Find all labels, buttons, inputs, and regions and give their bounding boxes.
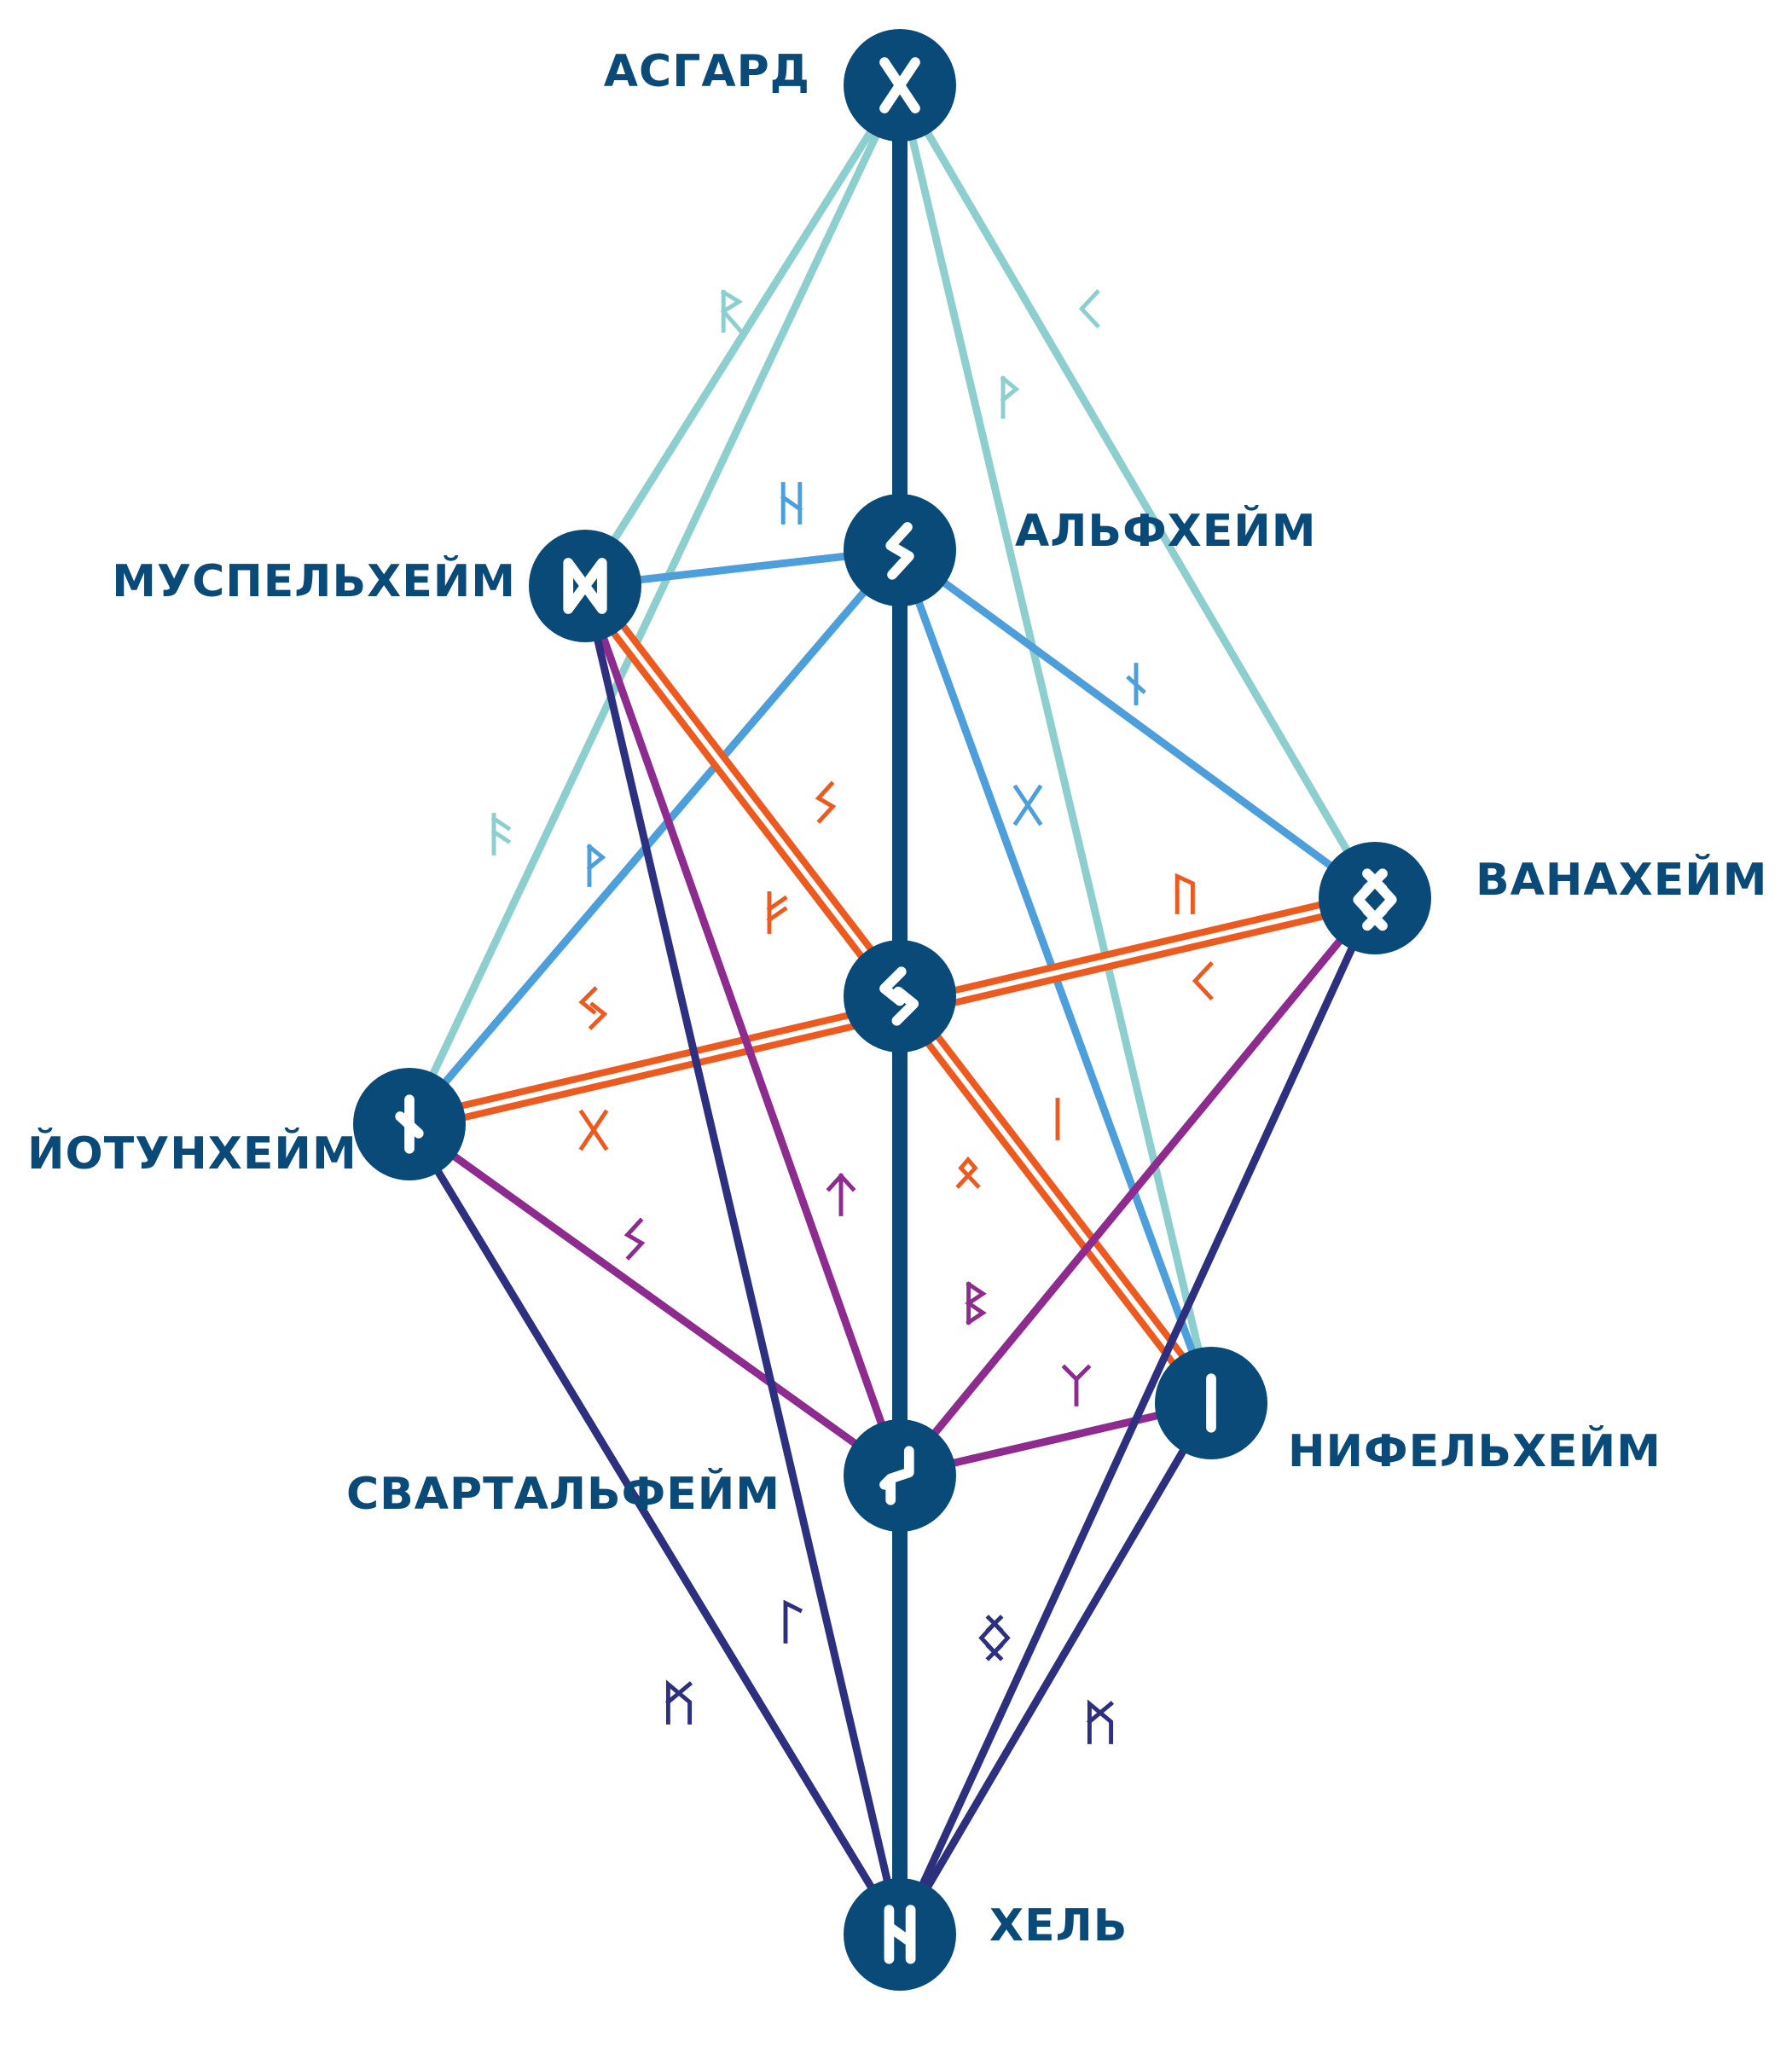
othala-rune-icon <box>955 1156 981 1189</box>
raidho-rune-icon <box>720 289 744 333</box>
edge-runes-layer <box>490 288 1214 1744</box>
eihwaz-rune-icon <box>879 1446 914 1505</box>
rune-stroke <box>563 558 607 614</box>
algiz-rune-icon <box>1061 1364 1092 1406</box>
ansuz-rune-icon <box>490 813 512 855</box>
rune-stroke <box>780 482 803 525</box>
sowilo-rune-icon <box>815 780 837 824</box>
node-vanaheim <box>1319 842 1431 954</box>
rune-stroke <box>578 1109 609 1151</box>
rune-stroke <box>766 891 788 934</box>
rune-stroke <box>879 1446 914 1505</box>
node-muspelheim <box>529 530 641 642</box>
hagalaz-rune-icon <box>884 1905 916 1964</box>
labels-layer: АСГАРД АЛЬФХЕЙМ МУСПЕЛЬХЕЙМ ВАНАХЕЙМ ЙОТ… <box>27 46 1768 1951</box>
rune-stroke <box>885 522 914 580</box>
mannaz-rune-icon <box>664 1679 693 1725</box>
rune-stroke <box>783 1599 803 1644</box>
rune-stroke <box>623 1217 646 1261</box>
label-asgard: АСГАРД <box>604 46 810 97</box>
rune-stroke <box>955 1156 981 1189</box>
edge-line <box>407 1121 902 1479</box>
dagaz-rune-icon <box>578 1109 609 1151</box>
gebo-rune-icon <box>1012 784 1043 826</box>
label-vanaheim: ВАНАХЕЙМ <box>1476 854 1768 906</box>
label-svartalfheim: СВАРТАЛЬФЕЙМ <box>346 1468 780 1520</box>
edge-line <box>896 84 1215 1405</box>
node-midgard <box>844 940 956 1052</box>
rune-stroke <box>879 966 919 1026</box>
label-niflheim: НИФЕЛЬХЕЙМ <box>1288 1425 1662 1477</box>
dagaz-rune-icon <box>879 57 920 113</box>
nauthiz-rune-icon <box>1126 663 1146 705</box>
sowilo-rune-icon <box>623 1217 646 1261</box>
node-asgard <box>844 29 956 142</box>
kenaz-rune-icon <box>1078 288 1100 329</box>
nodes-layer <box>353 29 1431 1991</box>
wunjo-rune-icon <box>1000 375 1020 419</box>
rune-stroke <box>1192 960 1214 1001</box>
rune-stroke <box>1353 868 1397 931</box>
label-alfheim: АЛЬФХЕЙМ <box>1015 505 1317 557</box>
mannaz-rune-icon <box>1086 1699 1115 1744</box>
rune-stroke <box>1174 873 1195 914</box>
tiwaz-rune-icon <box>826 1172 856 1216</box>
label-jotunheim: ЙОТУНХЕЙМ <box>27 1128 357 1180</box>
hagalaz-rune-icon <box>780 482 803 525</box>
rune-stroke <box>1061 1364 1092 1406</box>
rune-stroke <box>1086 1699 1115 1744</box>
node-niflheim <box>1155 1347 1267 1459</box>
jera-rune-icon <box>879 966 919 1026</box>
kenaz-rune-icon <box>1192 960 1214 1001</box>
edge-line <box>896 1400 1215 1937</box>
fehu-rune-icon <box>766 891 788 934</box>
jera-rune-icon <box>578 986 608 1030</box>
edge-line <box>896 896 1379 1936</box>
node-alfheim <box>844 494 956 606</box>
edge-line <box>582 83 903 589</box>
laguz-rune-icon <box>783 1599 803 1644</box>
rune-stroke <box>879 57 920 113</box>
rune-stroke <box>965 1281 987 1325</box>
uruz-rune-icon <box>1174 873 1195 914</box>
rune-stroke <box>720 289 744 333</box>
rune-stroke <box>1078 288 1100 329</box>
edge-line <box>405 84 904 1126</box>
edge-line <box>406 1122 903 1937</box>
dagaz-double-rune-icon <box>563 558 607 614</box>
edge-line <box>897 547 1377 902</box>
edge-line <box>896 83 1378 901</box>
node-circle <box>1319 842 1431 954</box>
sowilo-rune-icon <box>885 522 914 580</box>
edge-line <box>406 548 903 1127</box>
rune-stroke <box>586 844 606 887</box>
edge-line <box>896 896 1378 1478</box>
rune-stroke <box>1012 784 1043 826</box>
rune-stroke <box>884 1905 916 1964</box>
berkano-rune-icon <box>965 1281 987 1325</box>
node-svartalfheim <box>844 1419 956 1532</box>
rune-stroke <box>578 986 608 1030</box>
node-jotunheim <box>353 1068 466 1180</box>
rune-stroke <box>490 813 512 855</box>
ingwaz-rune-icon <box>978 1615 1011 1661</box>
rune-stroke <box>978 1615 1011 1661</box>
edge-line <box>581 584 904 1936</box>
edge-line <box>581 584 904 1477</box>
wunjo-rune-icon <box>586 844 606 887</box>
rune-stroke <box>1126 663 1146 705</box>
label-hel: ХЕЛЬ <box>989 1900 1128 1951</box>
node-hel <box>844 1878 956 1991</box>
label-muspelheim: МУСПЕЛЬХЕЙМ <box>112 555 516 607</box>
rune-stroke <box>815 780 837 824</box>
rune-stroke <box>395 1094 424 1154</box>
nauthiz-rune-icon <box>395 1094 424 1154</box>
rune-stroke <box>826 1172 856 1216</box>
rune-stroke <box>664 1679 693 1725</box>
rune-stroke <box>1000 375 1020 419</box>
ingwaz-rune-icon <box>1353 868 1397 931</box>
